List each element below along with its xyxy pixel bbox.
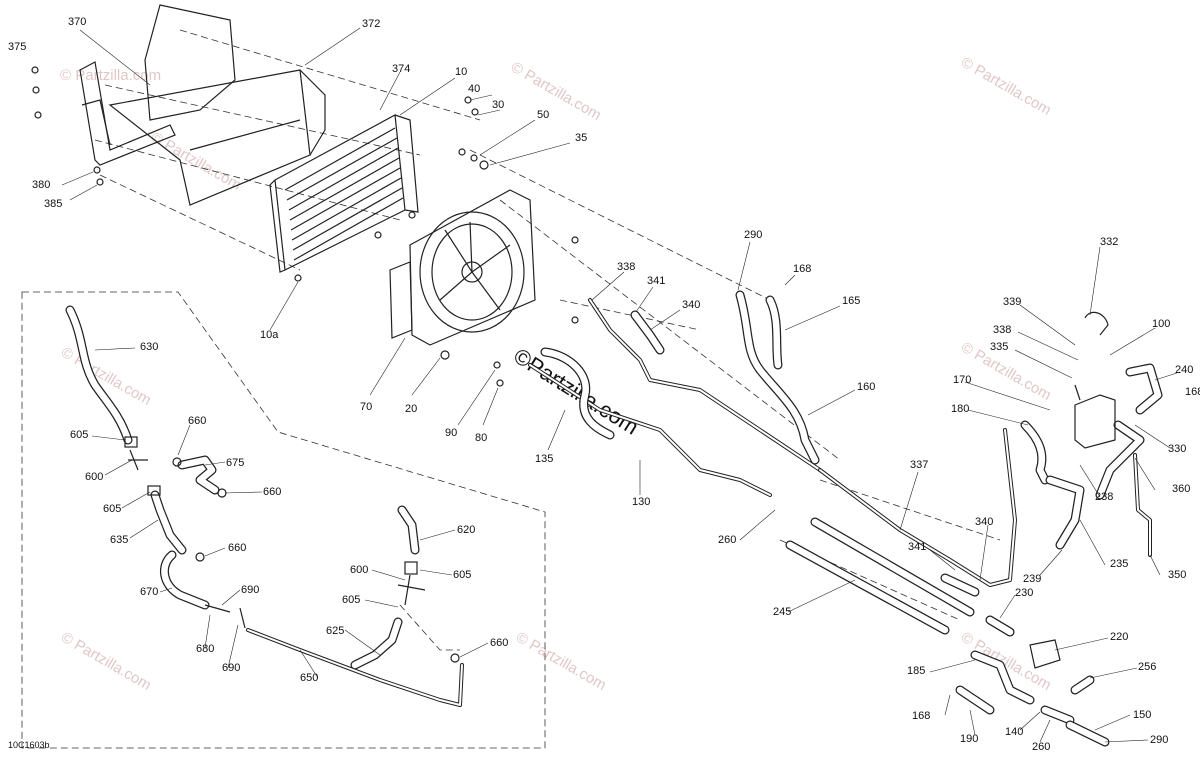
- callout-372: 372: [362, 18, 380, 30]
- callout-385: 385: [44, 198, 62, 210]
- callout-374: 374: [392, 63, 410, 75]
- callout-165: 165: [842, 295, 860, 307]
- callout-168: 168: [912, 710, 930, 722]
- callout-160: 160: [857, 381, 875, 393]
- callout-605: 605: [342, 594, 360, 606]
- callout-35: 35: [575, 132, 587, 144]
- callout-240: 240: [1175, 364, 1193, 376]
- diagram-code: 10C1603b: [8, 740, 50, 750]
- callout-140: 140: [1005, 726, 1023, 738]
- callout-660: 660: [490, 637, 508, 649]
- callout-605: 605: [103, 503, 121, 515]
- callout-80: 80: [475, 432, 487, 444]
- air-deflector-370: [79, 61, 176, 166]
- callout-675: 675: [226, 457, 244, 469]
- callout-338: 338: [617, 261, 635, 273]
- callout-625: 625: [326, 625, 344, 637]
- callout-290: 290: [744, 229, 762, 241]
- thermostat-housing-220: [1029, 639, 1061, 669]
- callout-90: 90: [445, 427, 457, 439]
- callout-660: 660: [263, 486, 281, 498]
- fasteners: [31, 66, 579, 387]
- watermarks: © Partzilla.com © Partzilla.com © Partzi…: [58, 54, 1054, 694]
- callout-256: 256: [1138, 661, 1156, 673]
- callout-340: 340: [682, 299, 700, 311]
- callout-600: 600: [85, 471, 103, 483]
- hoses: [528, 290, 1163, 747]
- watermark: © Partzilla.com: [58, 629, 154, 694]
- watermark: © Partzilla.com: [508, 59, 604, 124]
- callout-660: 660: [188, 415, 206, 427]
- callout-605: 605: [453, 569, 471, 581]
- callout-330: 330: [1168, 443, 1186, 455]
- callout-630: 630: [140, 341, 158, 353]
- radiator-10: [269, 114, 419, 273]
- callout-220: 220: [1110, 631, 1128, 643]
- coolant-reservoir-330: [1074, 311, 1116, 449]
- panel-372: [108, 4, 326, 206]
- callout-238: 238: [1095, 491, 1113, 503]
- callout-340: 340: [975, 516, 993, 528]
- callout-30: 30: [492, 99, 504, 111]
- callout-335: 335: [990, 341, 1008, 353]
- callout-370: 370: [68, 16, 86, 28]
- callout-360: 360: [1172, 483, 1190, 495]
- watermark: © Partzilla.com: [148, 129, 244, 194]
- callout-185: 185: [907, 665, 925, 677]
- kit-fittings: [124, 436, 460, 663]
- callout-341: 341: [647, 275, 665, 287]
- watermark: © Partzilla.com: [513, 629, 609, 694]
- callout-605: 605: [70, 429, 88, 441]
- callout-230: 230: [1015, 587, 1033, 599]
- callout-245: 245: [773, 606, 791, 618]
- callout-100: 100: [1152, 318, 1170, 330]
- callout-341: 341: [908, 541, 926, 553]
- callout-180: 180: [951, 403, 969, 415]
- callout-10: 10: [455, 66, 467, 78]
- callout-70: 70: [360, 401, 372, 413]
- callout-190: 190: [960, 733, 978, 745]
- callout-620: 620: [457, 524, 475, 536]
- callout-170: 170: [953, 374, 971, 386]
- callout-20: 20: [405, 403, 417, 415]
- callout-337: 337: [910, 459, 928, 471]
- leaders: [61, 27, 1181, 743]
- callout-670: 670: [140, 586, 158, 598]
- callout-10a: 10a: [260, 329, 279, 341]
- callout-239: 239: [1023, 573, 1041, 585]
- callout-168: 168: [793, 263, 811, 275]
- callout-380: 380: [32, 179, 50, 191]
- callout-40: 40: [468, 83, 480, 95]
- callout-290: 290: [1150, 734, 1168, 746]
- watermark-center: ©Partzilla.com: [509, 343, 643, 440]
- callout-350: 350: [1168, 569, 1186, 581]
- callout-339: 339: [1003, 296, 1021, 308]
- callout-260: 260: [1032, 741, 1050, 753]
- callout-168: 168: [1185, 386, 1200, 398]
- callout-635: 635: [110, 534, 128, 546]
- watermark: © Partzilla.com: [958, 54, 1054, 119]
- callout-150: 150: [1133, 709, 1151, 721]
- callout-690: 690: [241, 584, 259, 596]
- callout-332: 332: [1100, 236, 1118, 248]
- assembly-guides: [94, 29, 1001, 651]
- fan-assembly-70: [389, 189, 536, 346]
- callout-375: 375: [8, 41, 26, 53]
- callout-600: 600: [350, 564, 368, 576]
- kit-outline: [21, 291, 546, 749]
- callout-338: 338: [993, 324, 1011, 336]
- callout-130: 130: [632, 496, 650, 508]
- callout-260: 260: [718, 534, 736, 546]
- callout-235: 235: [1110, 558, 1128, 570]
- callout-650: 650: [300, 672, 318, 684]
- callout-680: 680: [196, 643, 214, 655]
- callout-50: 50: [537, 109, 549, 121]
- kit-hoses: [65, 305, 464, 707]
- callout-660: 660: [228, 542, 246, 554]
- callout-135: 135: [535, 453, 553, 465]
- callout-690: 690: [222, 662, 240, 674]
